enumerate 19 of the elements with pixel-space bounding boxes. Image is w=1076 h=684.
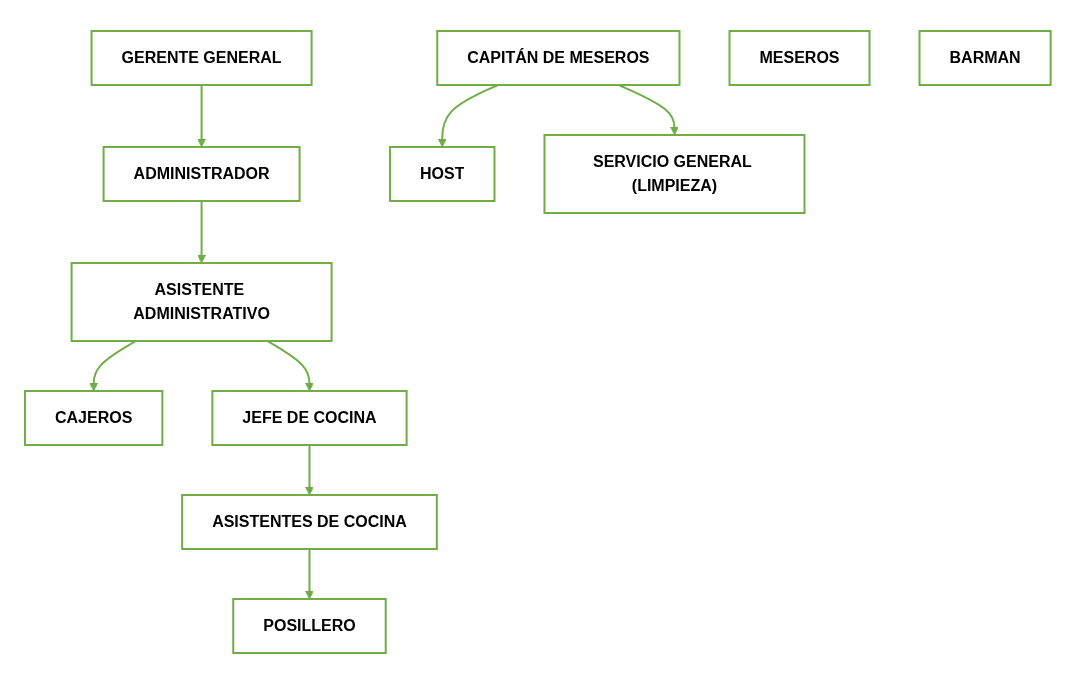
node-box: ASISTENTE ADMINISTRATIVO <box>70 262 333 342</box>
arrow <box>305 548 315 600</box>
arrow <box>197 200 207 264</box>
node-box: POSILLERO <box>232 598 387 654</box>
arrow <box>305 444 315 496</box>
arrow <box>266 340 315 392</box>
arrow <box>89 340 137 392</box>
node-box: CAJEROS <box>24 390 164 446</box>
node-box: CAPITÁN DE MESEROS <box>436 30 681 86</box>
node-box: MESEROS <box>728 30 871 86</box>
node-box: BARMAN <box>918 30 1052 86</box>
node-box: HOST <box>389 146 496 202</box>
arrow <box>617 84 680 136</box>
node-box: ASISTENTES DE COCINA <box>181 494 438 550</box>
node-box: GERENTE GENERAL <box>90 30 313 86</box>
node-box: SERVICIO GENERAL (LIMPIEZA) <box>543 134 806 214</box>
node-box: ADMINISTRADOR <box>102 146 301 202</box>
node-box: JEFE DE COCINA <box>211 390 408 446</box>
arrow <box>197 84 207 148</box>
